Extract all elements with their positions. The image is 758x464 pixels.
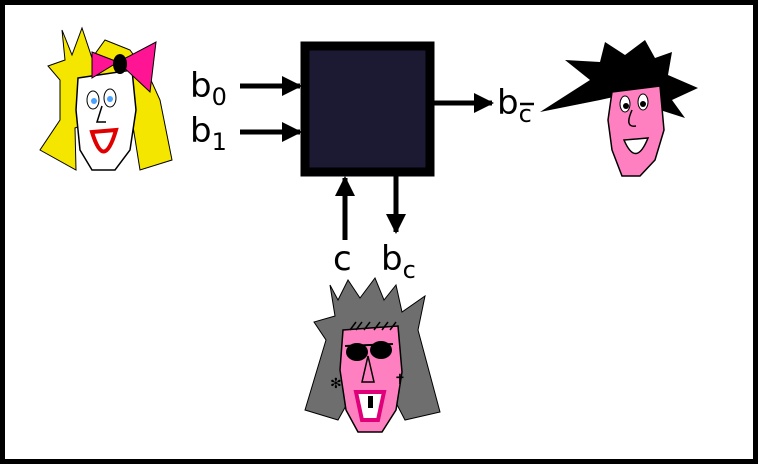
spiky-black-hair-face-icon (540, 40, 698, 177)
label-c: c (333, 239, 352, 279)
nose-bottom (361, 355, 375, 383)
eyebrows-bottom (349, 321, 397, 331)
mouth-right (622, 137, 650, 155)
sunglasses-bridge (344, 343, 394, 347)
bow-knot (113, 54, 127, 74)
pupil-left-1 (91, 98, 97, 104)
label-b-cbar: bc (497, 83, 532, 128)
scar-symbol-right: ✝ (394, 372, 406, 388)
mouth-left (89, 127, 119, 154)
black-box (300, 41, 435, 177)
pupil-left-2 (107, 96, 113, 102)
blonde-girl-with-bow-icon (39, 26, 173, 171)
gray-hair-sunglasses-face-icon: ✻ ✝ (304, 276, 441, 433)
face-right (607, 85, 665, 177)
tooth (368, 396, 373, 408)
pupil-right-2 (640, 101, 646, 107)
oblivious-transfer-diagram: b0 b1 bc c bc ✻ ✝ (39, 26, 698, 433)
pupil-right-1 (623, 103, 629, 109)
label-bc: bc (381, 239, 416, 284)
sunglasses-lens-1 (346, 343, 368, 361)
diagram-canvas: b0 b1 bc c bc ✻ ✝ (5, 5, 753, 459)
scar-symbol-left: ✻ (330, 376, 342, 392)
nose-left (95, 105, 106, 123)
face-left (75, 69, 137, 171)
label-b0: b0 (190, 66, 227, 111)
nose-right (628, 109, 637, 127)
label-b1: b1 (190, 111, 227, 156)
